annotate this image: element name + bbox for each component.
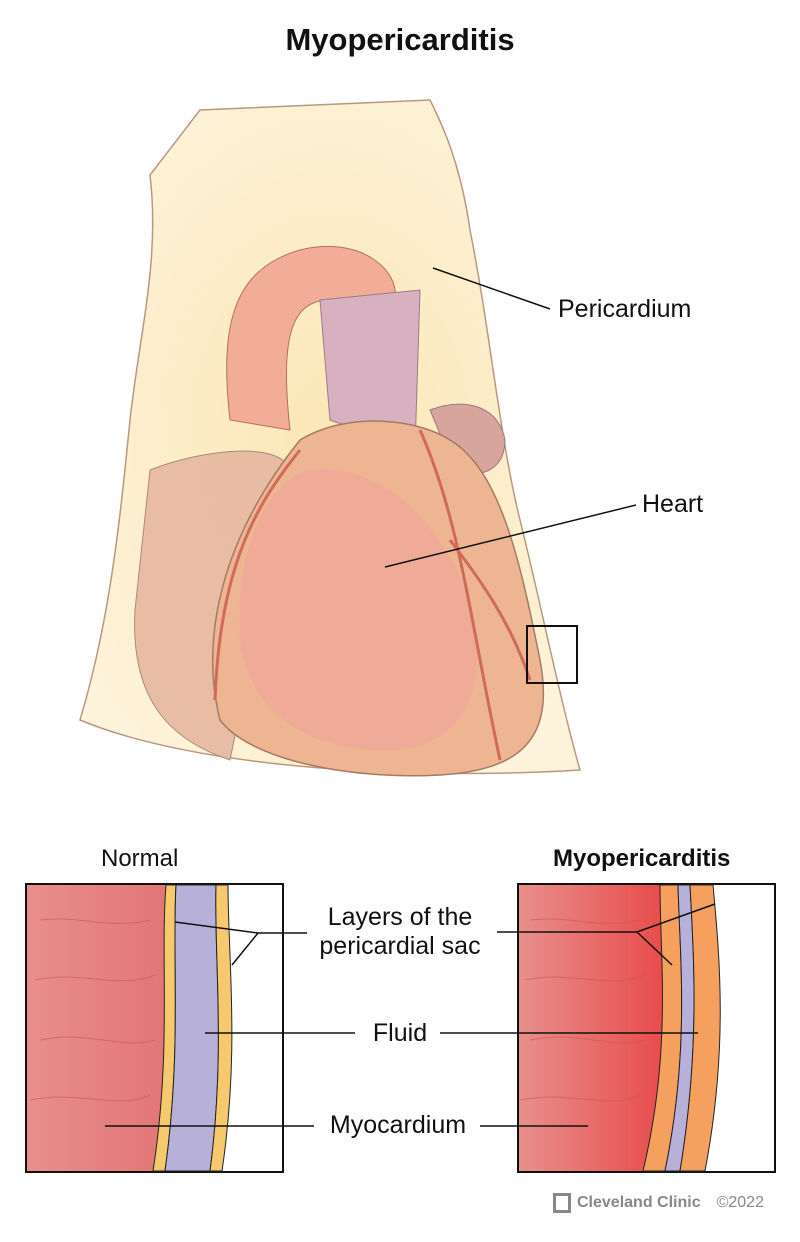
label-layers-line1: Layers of the xyxy=(327,903,473,931)
zoom-region-box xyxy=(526,625,578,684)
label-layers-line2: pericardial sac xyxy=(319,932,481,960)
label-myocardium: Myocardium xyxy=(329,1111,467,1139)
label-heart: Heart xyxy=(642,490,704,518)
footer-copyright: ©2022 xyxy=(716,1194,764,1211)
normal-panel xyxy=(25,883,284,1173)
panel-title-normal: Normal xyxy=(101,845,179,872)
cleveland-clinic-logo-icon xyxy=(553,1193,571,1213)
label-pericardium: Pericardium xyxy=(558,295,692,323)
aorta xyxy=(226,245,396,431)
footer: Cleveland Clinic ©2022 xyxy=(553,1193,764,1213)
page-title: Myopericarditis xyxy=(285,22,515,57)
myopericarditis-panel xyxy=(517,883,776,1173)
footer-brand: Cleveland Clinic xyxy=(577,1194,701,1211)
panel-title-myopericarditis: Myopericarditis xyxy=(553,845,731,872)
label-fluid: Fluid xyxy=(372,1019,428,1047)
